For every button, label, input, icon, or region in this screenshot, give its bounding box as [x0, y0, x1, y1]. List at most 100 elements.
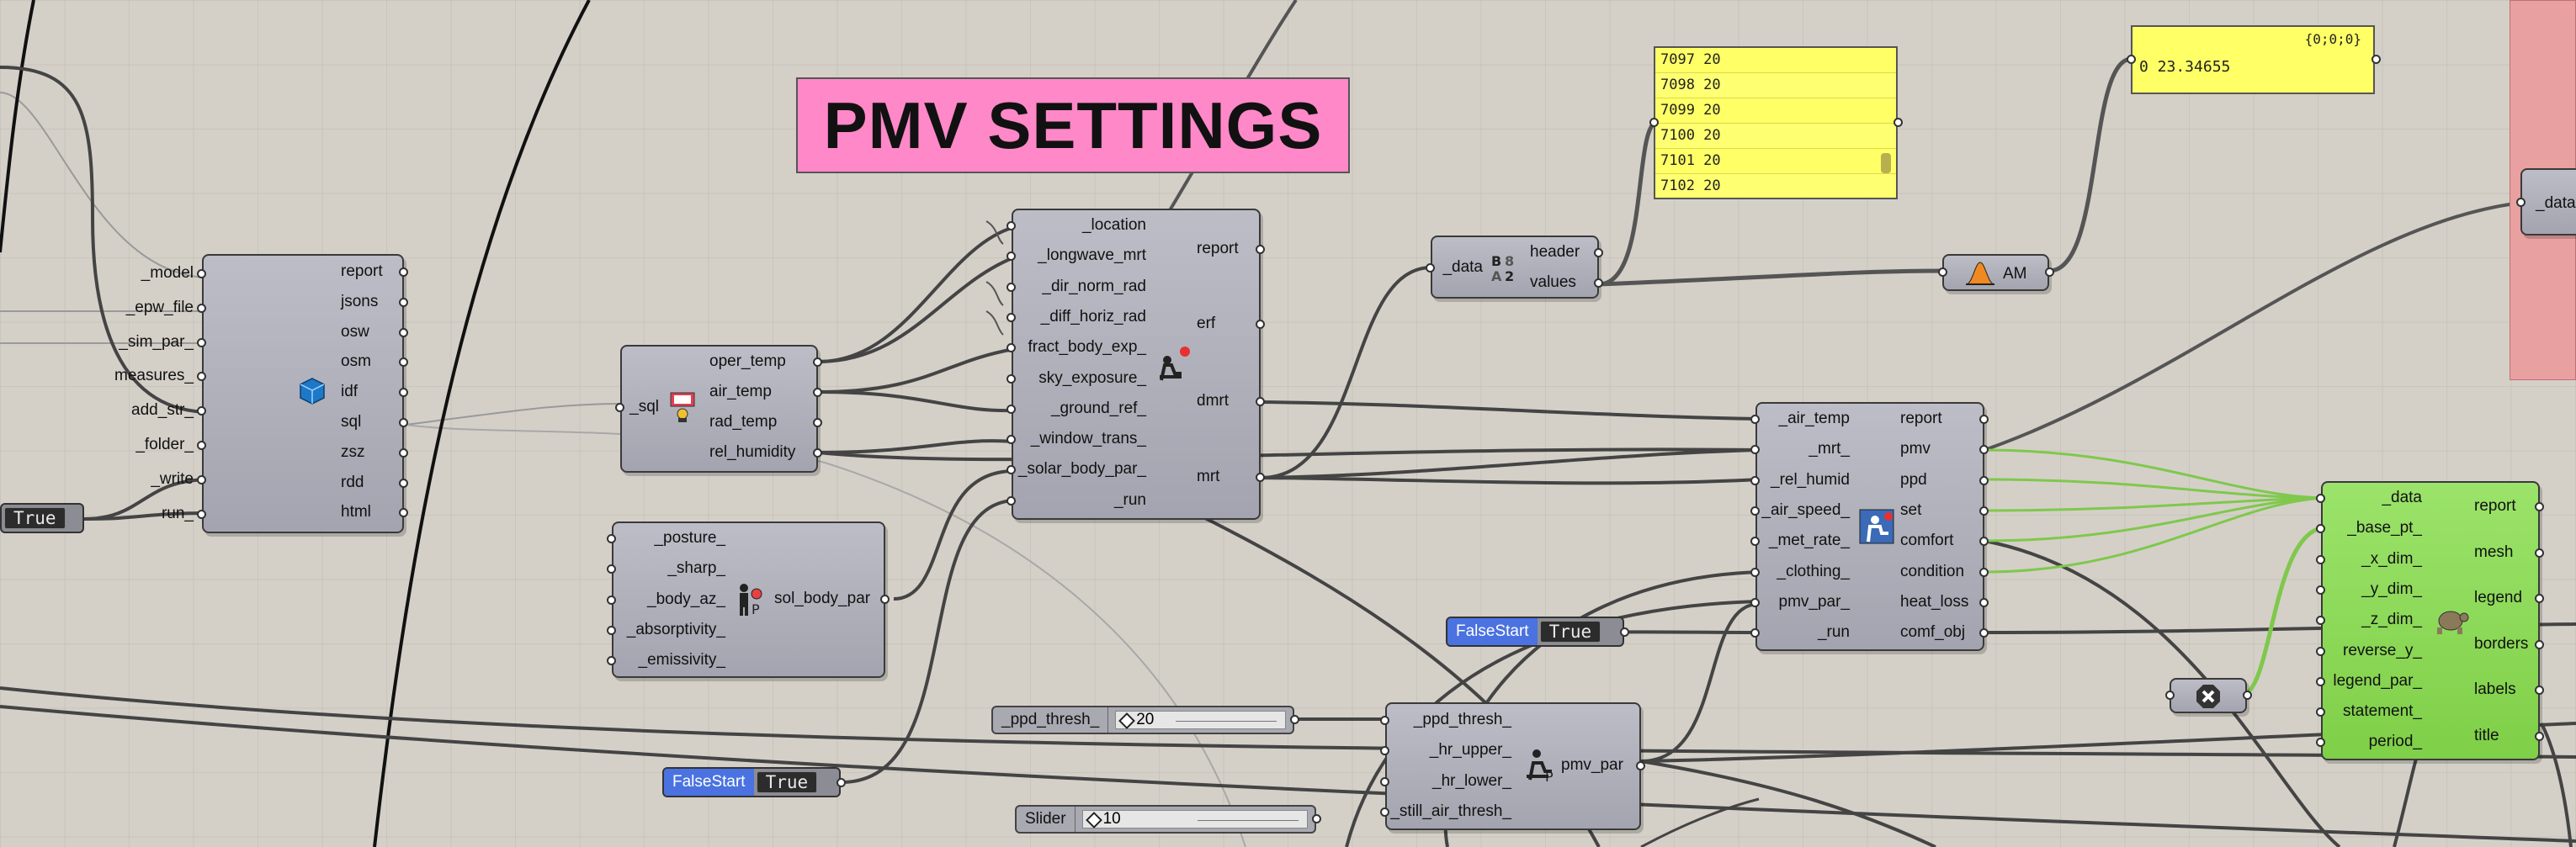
output-grip[interactable]: [1594, 248, 1603, 257]
read-result-component[interactable]: [620, 345, 818, 473]
ppd-thresh-slider[interactable]: _ppd_thresh_ 20: [991, 706, 1294, 734]
input-grip[interactable]: [2316, 524, 2325, 534]
input-grip[interactable]: [607, 656, 616, 666]
close-icon[interactable]: [2195, 683, 2222, 710]
solar-toggle-output-grip[interactable]: [837, 778, 846, 787]
output-grip[interactable]: [1979, 506, 1989, 516]
input-grip[interactable]: [2316, 554, 2325, 564]
input-grip[interactable]: [1750, 597, 1760, 607]
input-grip[interactable]: [1006, 282, 1016, 292]
output-grip[interactable]: [1979, 415, 1989, 424]
result-panel-output-grip[interactable]: [2372, 55, 2381, 64]
output-grip[interactable]: [1979, 597, 1989, 607]
ppd-slider-output-grip[interactable]: [1290, 715, 1299, 724]
output-grip[interactable]: [1979, 628, 1989, 638]
input-grip[interactable]: [197, 269, 206, 278]
output-grip[interactable]: [399, 447, 408, 458]
input-grip[interactable]: [197, 337, 206, 347]
generic-slider[interactable]: Slider 10: [1015, 805, 1316, 834]
output-grip[interactable]: [1256, 245, 1265, 254]
cancel-hub-component[interactable]: [2170, 678, 2247, 713]
toggle-value[interactable]: True: [756, 771, 818, 793]
result-panel-input-grip[interactable]: [2127, 55, 2136, 64]
legend-par-component[interactable]: [2321, 481, 2540, 760]
input-grip[interactable]: [607, 564, 616, 574]
input-grip[interactable]: [197, 303, 206, 313]
output-grip[interactable]: [1979, 475, 1989, 485]
offscreen-data-component[interactable]: _data: [2520, 168, 2576, 236]
solar-boolean-toggle[interactable]: FalseStart True: [662, 767, 841, 797]
pmv-comfort-component[interactable]: [1755, 402, 1984, 651]
input-grip[interactable]: [1006, 404, 1016, 414]
output-grip[interactable]: [2535, 594, 2544, 604]
clothing-toggle-output-grip[interactable]: [1620, 627, 1629, 637]
output-grip[interactable]: [1594, 278, 1603, 288]
slider-handle-icon[interactable]: [1118, 712, 1136, 729]
toggle-value[interactable]: True: [4, 507, 66, 529]
output-grip[interactable]: [1636, 761, 1645, 770]
output-grip[interactable]: [399, 508, 408, 518]
run-boolean-toggle[interactable]: True: [0, 503, 84, 533]
input-grip[interactable]: [2316, 494, 2325, 503]
clothing-boolean-toggle[interactable]: FalseStart True: [1446, 617, 1624, 647]
average-output-grip[interactable]: [2045, 267, 2054, 277]
cancel-hub-output-grip[interactable]: [2243, 691, 2252, 700]
input-grip[interactable]: [1750, 415, 1760, 424]
input-grip[interactable]: [197, 406, 206, 416]
input-grip[interactable]: [197, 441, 206, 450]
output-grip[interactable]: [2535, 686, 2544, 696]
average-component[interactable]: AM: [1942, 254, 2049, 291]
slider-track[interactable]: 20: [1115, 711, 1286, 729]
values-panel-output-grip[interactable]: [1893, 118, 1903, 127]
input-grip[interactable]: [1006, 312, 1016, 322]
output-grip[interactable]: [1256, 320, 1265, 329]
input-grip[interactable]: [1750, 567, 1760, 577]
slider-track[interactable]: 10: [1081, 810, 1308, 828]
input-grip[interactable]: [2316, 646, 2325, 656]
input-grip[interactable]: [1006, 435, 1016, 445]
output-grip[interactable]: [813, 388, 822, 397]
input-grip[interactable]: [1006, 495, 1016, 506]
input-grip[interactable]: [2316, 585, 2325, 595]
output-grip[interactable]: [1979, 537, 1989, 547]
offscreen-data-input-grip[interactable]: [2516, 198, 2526, 207]
input-grip[interactable]: [1006, 251, 1016, 262]
values-panel-input-grip[interactable]: [1649, 118, 1659, 127]
input-grip[interactable]: [2316, 676, 2325, 686]
output-grip[interactable]: [813, 448, 822, 458]
output-grip[interactable]: [2535, 502, 2544, 511]
input-grip[interactable]: [1750, 445, 1760, 455]
input-grip[interactable]: [1750, 628, 1760, 638]
input-grip[interactable]: [2316, 616, 2325, 626]
run-energy-simulation-component[interactable]: [202, 254, 404, 533]
output-grip[interactable]: [813, 357, 822, 367]
input-grip[interactable]: [197, 474, 206, 484]
output-grip[interactable]: [1256, 397, 1265, 406]
input-grip[interactable]: [1426, 263, 1435, 273]
input-grip[interactable]: [607, 595, 616, 605]
input-grip[interactable]: [197, 509, 206, 519]
input-grip[interactable]: [607, 625, 616, 635]
input-grip[interactable]: [2316, 707, 2325, 717]
pmv-par-component[interactable]: P: [1385, 702, 1641, 830]
input-grip[interactable]: [1750, 475, 1760, 485]
output-grip[interactable]: [399, 478, 408, 488]
cancel-hub-input-grip[interactable]: [2165, 691, 2175, 700]
output-grip[interactable]: [399, 388, 408, 398]
input-grip[interactable]: [1750, 506, 1760, 516]
input-grip[interactable]: [1006, 465, 1016, 475]
output-grip[interactable]: [399, 297, 408, 307]
average-input-grip[interactable]: [1938, 267, 1947, 277]
output-grip[interactable]: [813, 418, 822, 427]
generic-slider-output-grip[interactable]: [1312, 814, 1321, 823]
input-grip[interactable]: [1006, 373, 1016, 384]
output-grip[interactable]: [1979, 445, 1989, 455]
slider-handle-icon[interactable]: [1085, 812, 1102, 828]
outdoor-solar-mrt-component[interactable]: [1012, 209, 1261, 520]
output-grip[interactable]: [2535, 639, 2544, 649]
input-grip[interactable]: [1380, 776, 1389, 786]
toggle-value[interactable]: True: [1539, 621, 1601, 643]
